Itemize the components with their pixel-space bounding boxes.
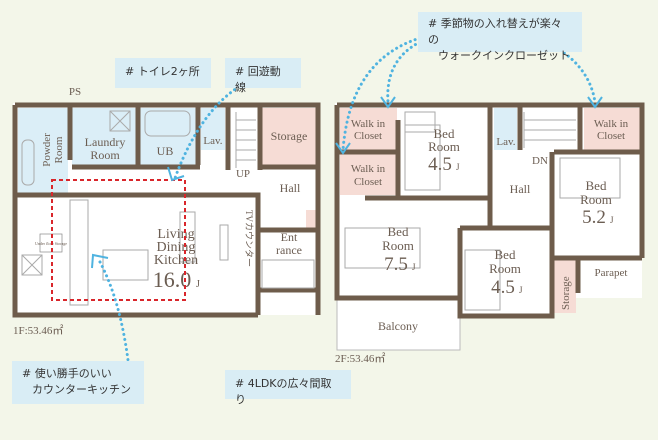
ps-label: PS bbox=[69, 86, 81, 98]
circulation-route bbox=[51, 179, 186, 301]
bed-b-label-2: Room bbox=[382, 238, 414, 253]
bed-b-unit: J bbox=[412, 262, 416, 272]
callout-walk-in-line-2: ウォークインクローゼット bbox=[438, 49, 570, 62]
storage-1f bbox=[262, 108, 316, 165]
lav-2f-label: Lav. bbox=[496, 136, 515, 148]
ldk-label-3: Kitchen bbox=[154, 253, 198, 268]
bed-c-size: 5.2 bbox=[582, 207, 606, 228]
storage-2f bbox=[554, 260, 576, 313]
wic-2-label-1: Walk in bbox=[351, 163, 386, 175]
floor-1-plan: Under floor Storage PS Powder Room Laund… bbox=[12, 86, 321, 337]
laundry-label-2: Room bbox=[90, 148, 120, 162]
bed-d-size: 4.5 bbox=[491, 277, 515, 298]
callout-circulation: # 回遊動線 bbox=[225, 58, 301, 94]
bed-d-unit: J bbox=[519, 285, 523, 295]
bed-c-label-2: Room bbox=[580, 192, 612, 207]
wic-1-label-2: Closet bbox=[354, 130, 382, 142]
wic-1-label-1: Walk in bbox=[351, 118, 386, 130]
ub-label: UB bbox=[157, 144, 174, 158]
bed-a-unit: J bbox=[456, 162, 460, 172]
wic-3-label-2: Closet bbox=[597, 130, 625, 142]
callout-walk-in-closet: # 季節物の入れ替えが楽々の ウォークインクローゼット bbox=[418, 12, 582, 62]
ldk-unit: J bbox=[196, 279, 200, 290]
entrance-label-2: rance bbox=[276, 243, 302, 257]
bed-d-label-1: Bed bbox=[495, 247, 516, 262]
floor-2-area: 2F:53.46㎡ bbox=[335, 352, 385, 365]
hall-1f-label: Hall bbox=[280, 181, 301, 195]
bed-c-unit: J bbox=[610, 215, 614, 225]
callout-layout: # 4LDKの広々間取り bbox=[225, 370, 351, 406]
parapet-label: Parapet bbox=[595, 267, 628, 279]
bed-c-label-1: Bed bbox=[586, 178, 607, 193]
storage-2f-label: Storage bbox=[560, 276, 572, 310]
entrance-label-1: Ent bbox=[281, 230, 298, 244]
tv-counter-label: TVカウンター bbox=[244, 210, 254, 267]
up-label: UP bbox=[236, 168, 250, 180]
pointer-arrowheads bbox=[91, 96, 603, 269]
lavatory-2f bbox=[494, 108, 517, 150]
callout-kitchen-line-2: カウンターキッチン bbox=[32, 383, 131, 396]
bed-d-label-2: Room bbox=[489, 261, 521, 276]
callout-pointers bbox=[98, 36, 597, 362]
hall-2f-label: Hall bbox=[510, 182, 531, 196]
callout-toilets: # トイレ2ヶ所 bbox=[115, 58, 211, 88]
wic-3-label-1: Walk in bbox=[594, 118, 629, 130]
lav-1f-label: Lav. bbox=[203, 135, 222, 147]
bed-a-size: 4.5 bbox=[428, 154, 452, 175]
lavatory-1f bbox=[201, 108, 225, 150]
dn-label: DN bbox=[532, 155, 548, 167]
powder-room-label-2: Room bbox=[53, 136, 65, 163]
bed-a-label-2: Room bbox=[428, 139, 460, 154]
callout-walk-in-line-1: # 季節物の入れ替えが楽々の bbox=[428, 17, 562, 46]
callout-kitchen: # 使い勝手のいい カウンターキッチン bbox=[12, 361, 144, 404]
wic-2-label-2: Closet bbox=[354, 176, 382, 188]
bed-b-label-1: Bed bbox=[388, 224, 409, 239]
floor-1-area: 1F:53.46㎡ bbox=[13, 324, 63, 337]
floor-2-plan: Walk in Closet Walk in Closet Walk in Cl… bbox=[334, 102, 645, 365]
bed-a-label-1: Bed bbox=[434, 126, 455, 141]
powder-room-label-1: Powder bbox=[41, 133, 53, 167]
laundry-room bbox=[72, 108, 136, 165]
callout-kitchen-line-1: # 使い勝手のいい bbox=[22, 367, 112, 380]
laundry-label-1: Laundry bbox=[85, 135, 126, 149]
storage-1f-label: Storage bbox=[271, 129, 308, 143]
walk-in-closet-3 bbox=[584, 108, 640, 150]
balcony-label: Balcony bbox=[378, 319, 418, 333]
bed-b-size: 7.5 bbox=[384, 254, 408, 275]
walk-in-closet-2 bbox=[340, 154, 397, 195]
